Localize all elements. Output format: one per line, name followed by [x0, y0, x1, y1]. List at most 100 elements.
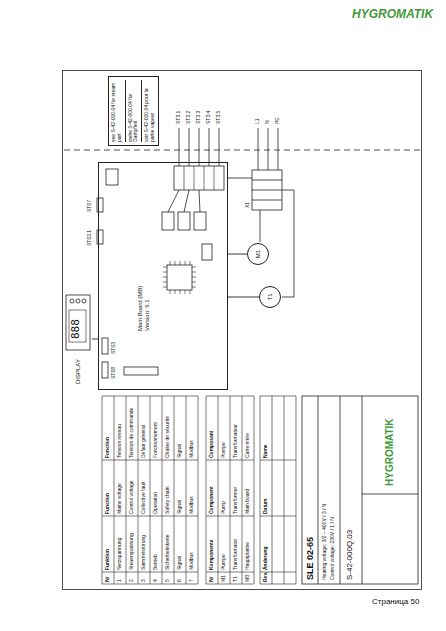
table-cell: Pompe	[221, 442, 227, 458]
wire	[228, 178, 252, 179]
table-rule	[218, 396, 219, 584]
table-rule	[174, 396, 175, 584]
wire	[278, 128, 279, 170]
relay	[178, 212, 190, 230]
display-unit: DISPLAY	[66, 293, 92, 385]
table-cell: Nr	[209, 576, 215, 582]
terminal-divider	[252, 190, 282, 191]
chip-pin	[170, 290, 171, 294]
title-block-line	[362, 396, 363, 584]
table-cell: Betrieb	[153, 554, 159, 570]
table-rule	[296, 396, 297, 584]
table-cell: Pump	[221, 501, 227, 514]
wire-label: L1	[255, 118, 261, 124]
display-window	[69, 310, 86, 342]
chip-pin	[192, 267, 196, 268]
table-rule	[114, 396, 115, 584]
chip-pin	[190, 290, 191, 294]
node-text: Version: 6.1	[144, 251, 151, 331]
chip-pin	[163, 277, 167, 278]
table-rule	[102, 396, 103, 584]
table-rule	[272, 396, 273, 584]
table-cell: Steuerspannung	[129, 533, 135, 570]
table-cell: Chaîne de sécurité	[165, 416, 171, 458]
table-rule	[260, 396, 296, 397]
table-rule	[242, 396, 243, 584]
table-cell: Funktion	[105, 549, 111, 570]
table-cell: 6	[177, 579, 183, 582]
table-cell: Fonctionnement	[153, 422, 159, 458]
table-rule	[206, 396, 207, 584]
wire	[209, 128, 210, 166]
table-cell: Netzspannung	[117, 538, 123, 570]
wire	[179, 128, 180, 166]
table-cell: Transformateur	[233, 424, 239, 458]
drawing-number: S-42-000Q.03	[346, 530, 355, 580]
table-cell: Modbus	[189, 552, 195, 570]
relay	[194, 212, 206, 230]
table-cell: 3	[141, 579, 147, 582]
wire	[184, 190, 189, 212]
terminal-divider	[194, 166, 195, 190]
terminal-divider	[204, 166, 205, 190]
terminal-divider	[184, 166, 185, 190]
table-cell: Sammelstörung	[141, 535, 147, 570]
table-cell: Operation	[153, 492, 159, 514]
connector-layer	[62, 70, 422, 590]
table-cell: Komponente	[209, 539, 215, 570]
table-rule	[206, 572, 254, 573]
label-layer: 888ST07ST03.1ST08ST03ST3.1ST3.2ST3.3ST3.…	[62, 70, 422, 590]
pin-header	[124, 367, 158, 375]
terminal-divider	[214, 166, 215, 190]
table-rule	[284, 396, 285, 584]
wire	[282, 190, 294, 297]
table-rule	[102, 584, 198, 585]
table-cell: Name	[263, 444, 269, 458]
chip-pin	[192, 272, 196, 273]
table-rule	[230, 396, 231, 584]
page-number: Страница 50	[372, 598, 419, 607]
table-rule	[206, 584, 254, 585]
connector-name: ST03	[111, 342, 117, 354]
wire-label: ST3.2	[186, 111, 192, 124]
chip-pin	[192, 277, 196, 278]
table-cell: Rev.	[263, 572, 269, 582]
table-cell: Sicherheitskette	[165, 534, 171, 570]
table-cell: Composant	[209, 431, 215, 459]
table-cell: Änderung	[263, 546, 269, 570]
chip-pin	[180, 290, 181, 294]
connector-block	[102, 362, 108, 378]
table-cell: Carte mère	[245, 433, 251, 458]
wire	[168, 190, 179, 212]
table-cell: Component	[209, 486, 215, 514]
wire-label: PE	[275, 117, 281, 124]
chip-pin	[190, 261, 191, 265]
voltage-note: Control voltage: 230V / 1 / N	[330, 517, 336, 580]
chip-pin	[163, 287, 167, 288]
title-block-line	[318, 396, 319, 584]
title-block-line	[362, 494, 418, 495]
table-cell: T1	[233, 576, 239, 582]
wire-label: ST3.4	[206, 111, 212, 124]
wire	[199, 128, 200, 166]
sheet-frame	[63, 71, 422, 590]
table-cell: Nr	[105, 576, 111, 582]
table-rule	[198, 396, 199, 584]
microcontroller	[167, 265, 192, 290]
chip-pin	[163, 272, 167, 273]
voltage-note: Heating voltage: 3/2 – 400V / 3 / N	[322, 504, 328, 580]
node-text: siehe S-42-000.04 für Dampfteil	[125, 80, 140, 142]
display-housing	[66, 295, 90, 350]
table-cell: Tension de commande	[129, 408, 135, 458]
table-rule	[102, 572, 198, 573]
relay	[162, 212, 174, 230]
main-board: Main Board (MB)Version: 6.1	[98, 162, 228, 390]
drawing-sheet: see S-42-000.04 for steam partsiehe S-42…	[62, 70, 422, 590]
wiring-layer	[62, 70, 422, 590]
wire	[199, 190, 200, 212]
terminal-divider	[252, 180, 282, 181]
display-digits: 888	[70, 319, 82, 339]
chip-pin	[192, 287, 196, 288]
chip-pin	[185, 261, 186, 265]
memory-chip	[202, 244, 212, 260]
